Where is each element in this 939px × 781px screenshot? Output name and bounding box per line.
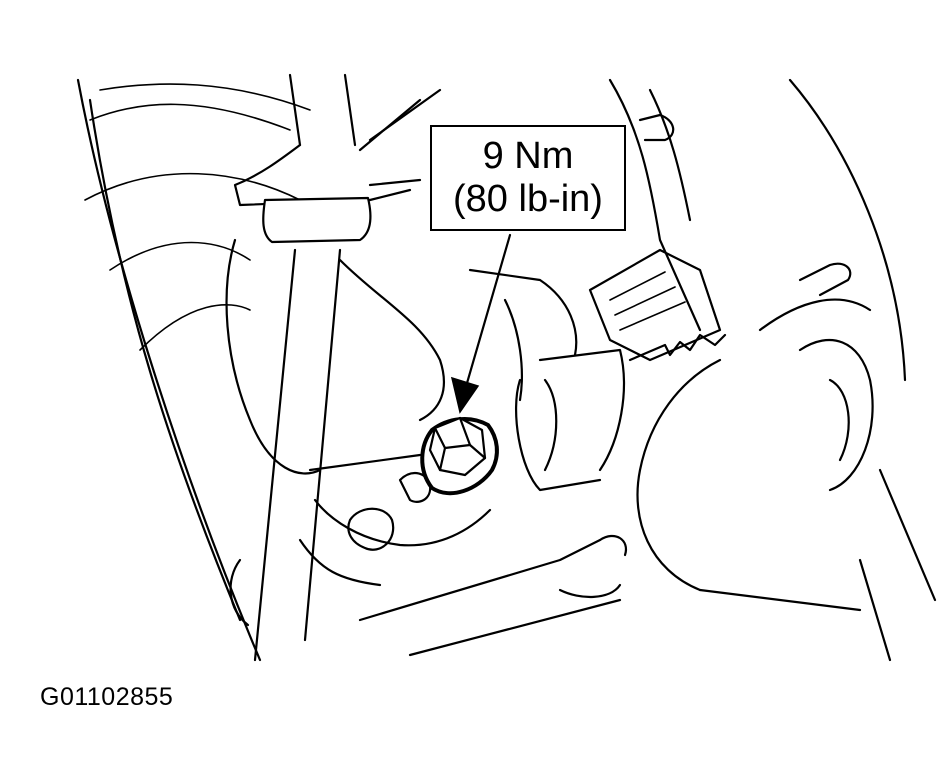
torque-bolt [420,416,499,496]
knuckle-body [225,238,578,627]
figure-id-label: G01102855 [40,683,174,711]
torque-callout: 9 Nm (80 lb-in) [430,125,626,231]
right-assembly [358,78,937,662]
torque-value-lbin: (80 lb-in) [453,178,603,220]
callout-arrow [450,233,512,414]
wheel-arcs [76,78,311,662]
torque-value-nm: 9 Nm [482,135,574,177]
strut-rod [233,73,422,662]
